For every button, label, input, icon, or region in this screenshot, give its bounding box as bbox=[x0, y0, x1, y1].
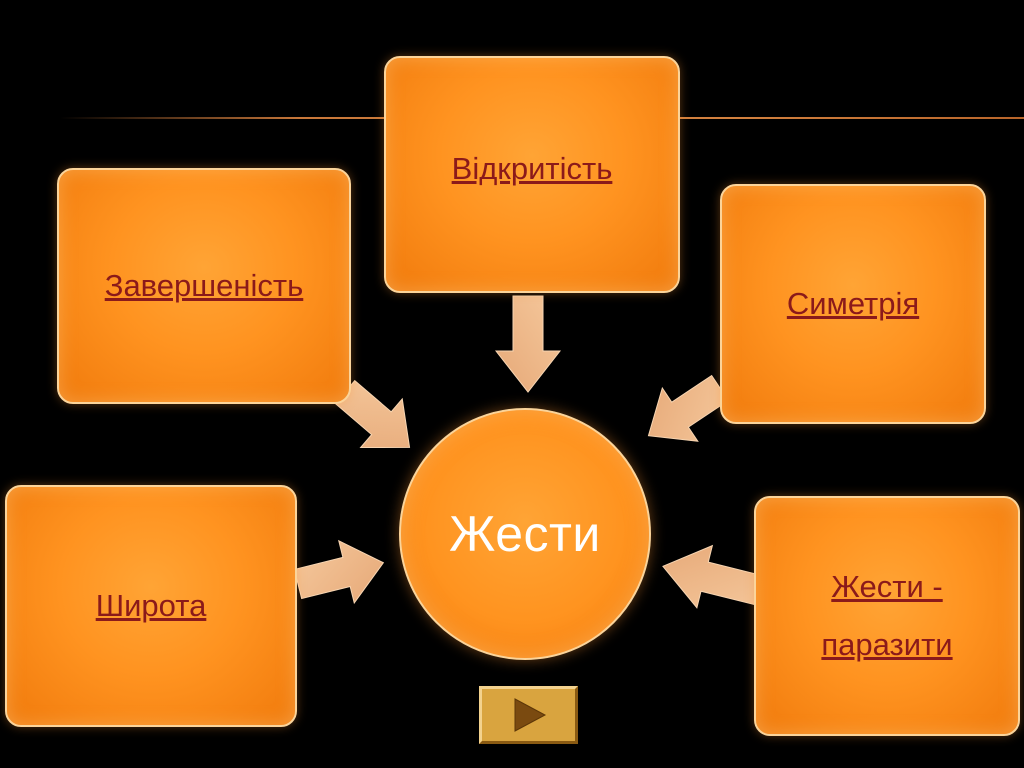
arrow-shyrota bbox=[293, 539, 385, 605]
link-zavershenist[interactable]: Завершеність bbox=[104, 268, 304, 303]
play-triangle-icon bbox=[514, 698, 546, 732]
center-node: Жести bbox=[399, 408, 651, 660]
link-vidkrytist[interactable]: Відкритість bbox=[451, 150, 613, 186]
link-shyrota[interactable]: Широта bbox=[95, 588, 207, 623]
node-shyrota: Широта bbox=[5, 485, 297, 727]
link-zhesty-paraz-line2[interactable]: паразити bbox=[821, 627, 953, 662]
node-vidkrytist: Відкритість bbox=[384, 56, 680, 293]
node-zhesty-paraz: Жести - паразити bbox=[754, 496, 1020, 736]
center-label: Жести bbox=[449, 506, 601, 562]
arrow-zavershenist bbox=[334, 379, 411, 449]
arrow-symetriia bbox=[647, 374, 730, 442]
node-symetriia: Симетрія bbox=[720, 184, 986, 424]
node-zavershenist: Завершеність bbox=[57, 168, 351, 404]
arrow-vidkrytist bbox=[494, 295, 562, 393]
link-zhesty-paraz-line1[interactable]: Жести - bbox=[831, 569, 943, 604]
link-symetriia[interactable]: Симетрія bbox=[786, 286, 920, 321]
arrow-zhesty-paraz bbox=[662, 544, 763, 609]
next-slide-button[interactable] bbox=[479, 686, 578, 744]
